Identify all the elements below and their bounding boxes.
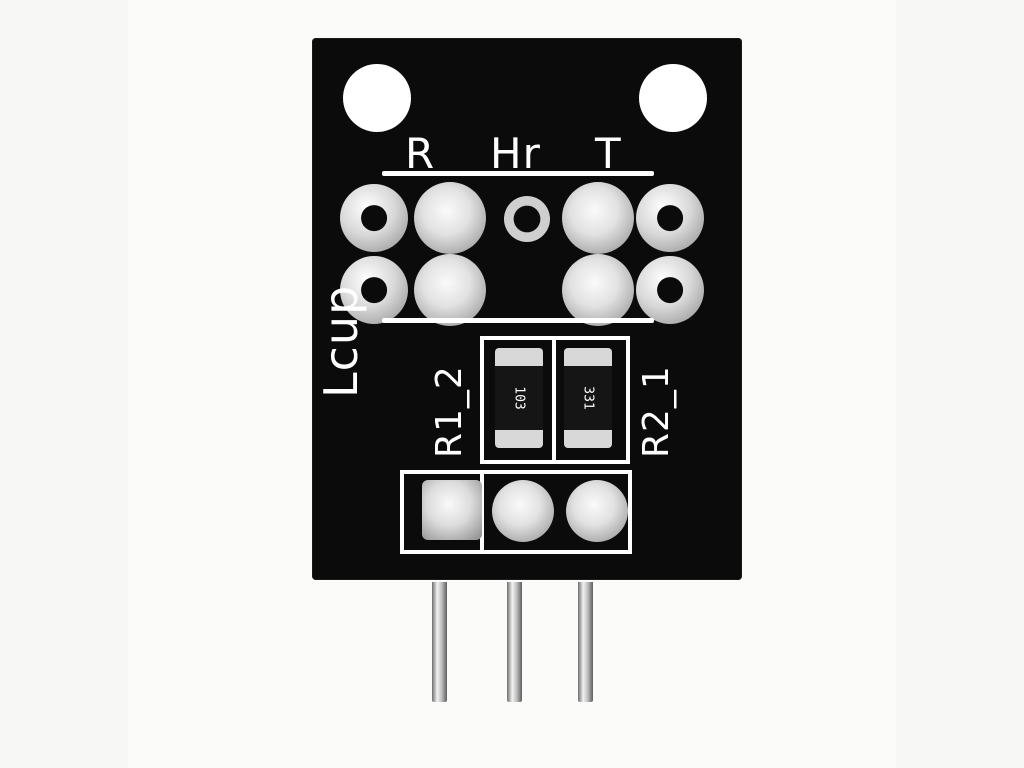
header-outline <box>400 470 632 554</box>
silk-label-r2-1: R2_1 <box>636 365 677 458</box>
square-pad-pin-1 <box>422 480 482 540</box>
resistor-code: 103 <box>511 386 527 410</box>
pad-solder <box>562 254 634 326</box>
pcb-board: R Hr T Lcup R1_2 R2_1 103 331 <box>312 38 742 580</box>
via-pad <box>504 196 550 242</box>
silk-line-middle <box>382 318 654 323</box>
smd-resistor-r1: 103 <box>495 348 543 448</box>
silk-line-top <box>382 171 654 176</box>
pad-ring <box>636 184 704 252</box>
pad-solder <box>414 254 486 326</box>
resistor-divider <box>552 336 556 464</box>
pad-ring <box>636 256 704 324</box>
pad-solder <box>562 182 634 254</box>
resistor-code: 331 <box>580 386 596 410</box>
pad-ring <box>340 184 408 252</box>
mounting-hole-left <box>343 64 411 132</box>
round-pad-pin-2 <box>492 480 554 542</box>
silk-label-hr: Hr <box>490 129 541 178</box>
header-pin-1 <box>432 582 447 702</box>
header-pin-3 <box>578 582 593 702</box>
silk-label-lcup: Lcup <box>314 284 368 398</box>
round-pad-pin-3 <box>566 480 628 542</box>
header-pin-2 <box>507 582 522 702</box>
pad-solder <box>414 182 486 254</box>
pad-ring <box>340 256 408 324</box>
header-divider <box>480 470 484 554</box>
silk-label-t: T <box>595 129 622 178</box>
silk-label-r: R <box>405 129 436 178</box>
mounting-hole-right <box>639 64 707 132</box>
silk-label-r1-2: R1_2 <box>429 365 470 458</box>
smd-resistor-r2: 331 <box>564 348 612 448</box>
